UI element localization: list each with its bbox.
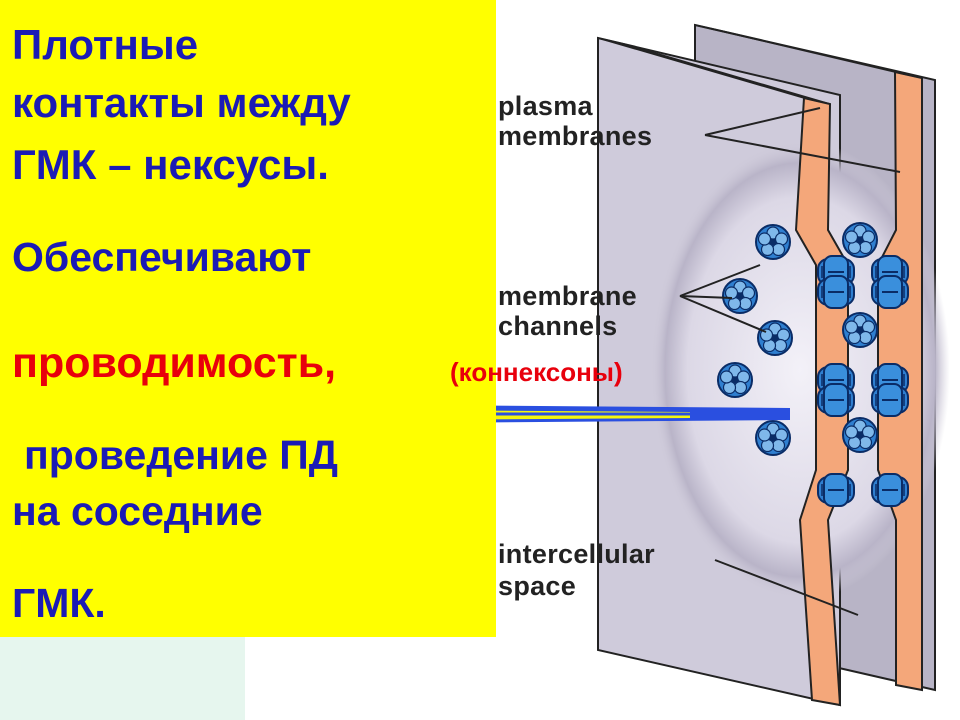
slide-line-4: Обеспечивают xyxy=(12,234,312,280)
front-sheet-top xyxy=(597,37,831,105)
slide-line-7: на соседние xyxy=(12,488,263,534)
slide-line-1: Плотные xyxy=(12,21,199,68)
leader-lines xyxy=(679,107,901,616)
slide-line-2: контакты между xyxy=(12,79,351,126)
label-plasma: plasma xyxy=(498,91,593,121)
text-panel xyxy=(0,0,496,637)
label-space: space xyxy=(498,571,577,601)
slide-line-5: проводимость, xyxy=(12,339,337,387)
label-intercellular: intercellular xyxy=(498,539,655,569)
label-membrane: membrane xyxy=(498,281,637,311)
slide-line-3: ГМК – нексусы. xyxy=(12,141,329,188)
label-membranes: membranes xyxy=(498,121,653,151)
slide-line-5-note: (коннексоны) xyxy=(450,357,623,387)
label-channels: channels xyxy=(498,311,618,341)
slide-line-6: проведение ПД xyxy=(24,432,338,478)
slide-line-8: ГМК. xyxy=(12,580,106,626)
back-sheet-top xyxy=(694,24,923,79)
